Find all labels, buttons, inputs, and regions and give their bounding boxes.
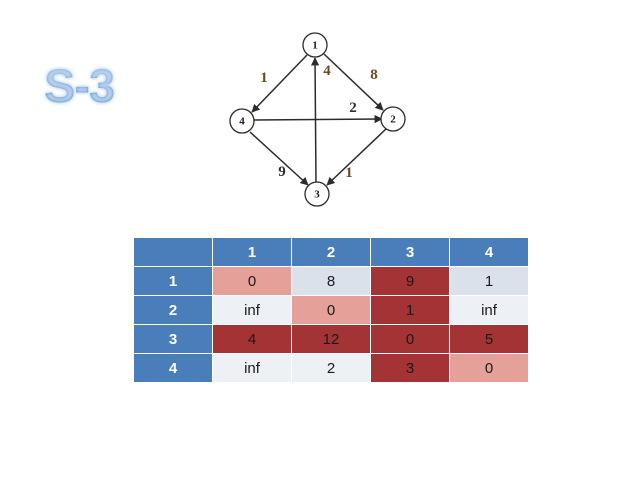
cell-3-1: 4 bbox=[213, 325, 291, 353]
row-header-3: 3 bbox=[134, 325, 212, 353]
edge-weight-1-4: 1 bbox=[260, 70, 268, 86]
edge-4-to-2 bbox=[252, 114, 383, 124]
node-label-4: 4 bbox=[239, 116, 245, 128]
graph-node-1: 1 bbox=[302, 32, 328, 58]
edge-weight-4-3: 9 bbox=[278, 164, 286, 180]
cell-4-1: inf bbox=[213, 354, 291, 382]
column-header-2: 2 bbox=[292, 238, 370, 266]
page-title: S-3 bbox=[44, 59, 115, 112]
cell-4-4: 0 bbox=[450, 354, 528, 382]
table-header-row: 1 2 3 4 bbox=[134, 238, 528, 266]
row-header-2: 2 bbox=[134, 296, 212, 324]
edge-weight-2-3: 1 bbox=[345, 165, 353, 181]
cell-1-1: 0 bbox=[213, 267, 291, 295]
edge-4-to-3 bbox=[249, 131, 309, 186]
node-label-1: 1 bbox=[312, 40, 318, 52]
table-row: 4 inf 2 3 0 bbox=[134, 354, 528, 382]
column-header-4: 4 bbox=[450, 238, 528, 266]
graph-node-4: 4 bbox=[229, 108, 255, 134]
distance-matrix-table: 1 2 3 4 1 0 8 9 1 2 inf 0 1 inf 3 4 12 0… bbox=[133, 237, 529, 383]
node-label-2: 2 bbox=[390, 114, 396, 126]
node-circle-1 bbox=[302, 32, 328, 58]
table-row: 3 4 12 0 5 bbox=[134, 325, 528, 353]
graph-edges bbox=[249, 53, 387, 186]
graph-node-2: 2 bbox=[380, 106, 406, 132]
cell-1-4: 1 bbox=[450, 267, 528, 295]
column-header-3: 3 bbox=[371, 238, 449, 266]
graph-edge-weights: 1 4 8 2 9 1 bbox=[260, 63, 378, 181]
node-circle-3 bbox=[304, 181, 330, 207]
cell-3-4: 5 bbox=[450, 325, 528, 353]
edge-1-to-4 bbox=[251, 54, 308, 113]
edge-weight-1-2: 8 bbox=[370, 67, 378, 83]
edge-2-to-3 bbox=[326, 128, 387, 186]
edge-3-to-1 bbox=[310, 57, 320, 184]
cell-1-2: 8 bbox=[292, 267, 370, 295]
cell-2-2: 0 bbox=[292, 296, 370, 324]
cell-4-3: 3 bbox=[371, 354, 449, 382]
cell-3-3: 0 bbox=[371, 325, 449, 353]
node-circle-2 bbox=[380, 106, 406, 132]
table-row: 2 inf 0 1 inf bbox=[134, 296, 528, 324]
node-circle-4 bbox=[229, 108, 255, 134]
row-header-1: 1 bbox=[134, 267, 212, 295]
edge-1-to-2 bbox=[323, 53, 384, 111]
cell-1-3: 9 bbox=[371, 267, 449, 295]
graph-nodes: 1 4 2 3 bbox=[229, 32, 406, 207]
cell-2-1: inf bbox=[213, 296, 291, 324]
cell-2-3: 1 bbox=[371, 296, 449, 324]
edge-weight-3-1: 4 bbox=[323, 63, 331, 79]
node-label-3: 3 bbox=[314, 189, 320, 201]
graph-diagram: 1 4 8 2 9 1 1 4 2 3 bbox=[208, 20, 423, 220]
cell-2-4: inf bbox=[450, 296, 528, 324]
table-row: 1 0 8 9 1 bbox=[134, 267, 528, 295]
edge-weight-4-2: 2 bbox=[349, 100, 357, 116]
column-header-1: 1 bbox=[213, 238, 291, 266]
cell-3-2: 12 bbox=[292, 325, 370, 353]
table-corner-cell bbox=[134, 238, 212, 266]
row-header-4: 4 bbox=[134, 354, 212, 382]
graph-svg: 1 4 8 2 9 1 1 4 2 3 bbox=[229, 32, 406, 207]
cell-4-2: 2 bbox=[292, 354, 370, 382]
graph-node-3: 3 bbox=[304, 181, 330, 207]
